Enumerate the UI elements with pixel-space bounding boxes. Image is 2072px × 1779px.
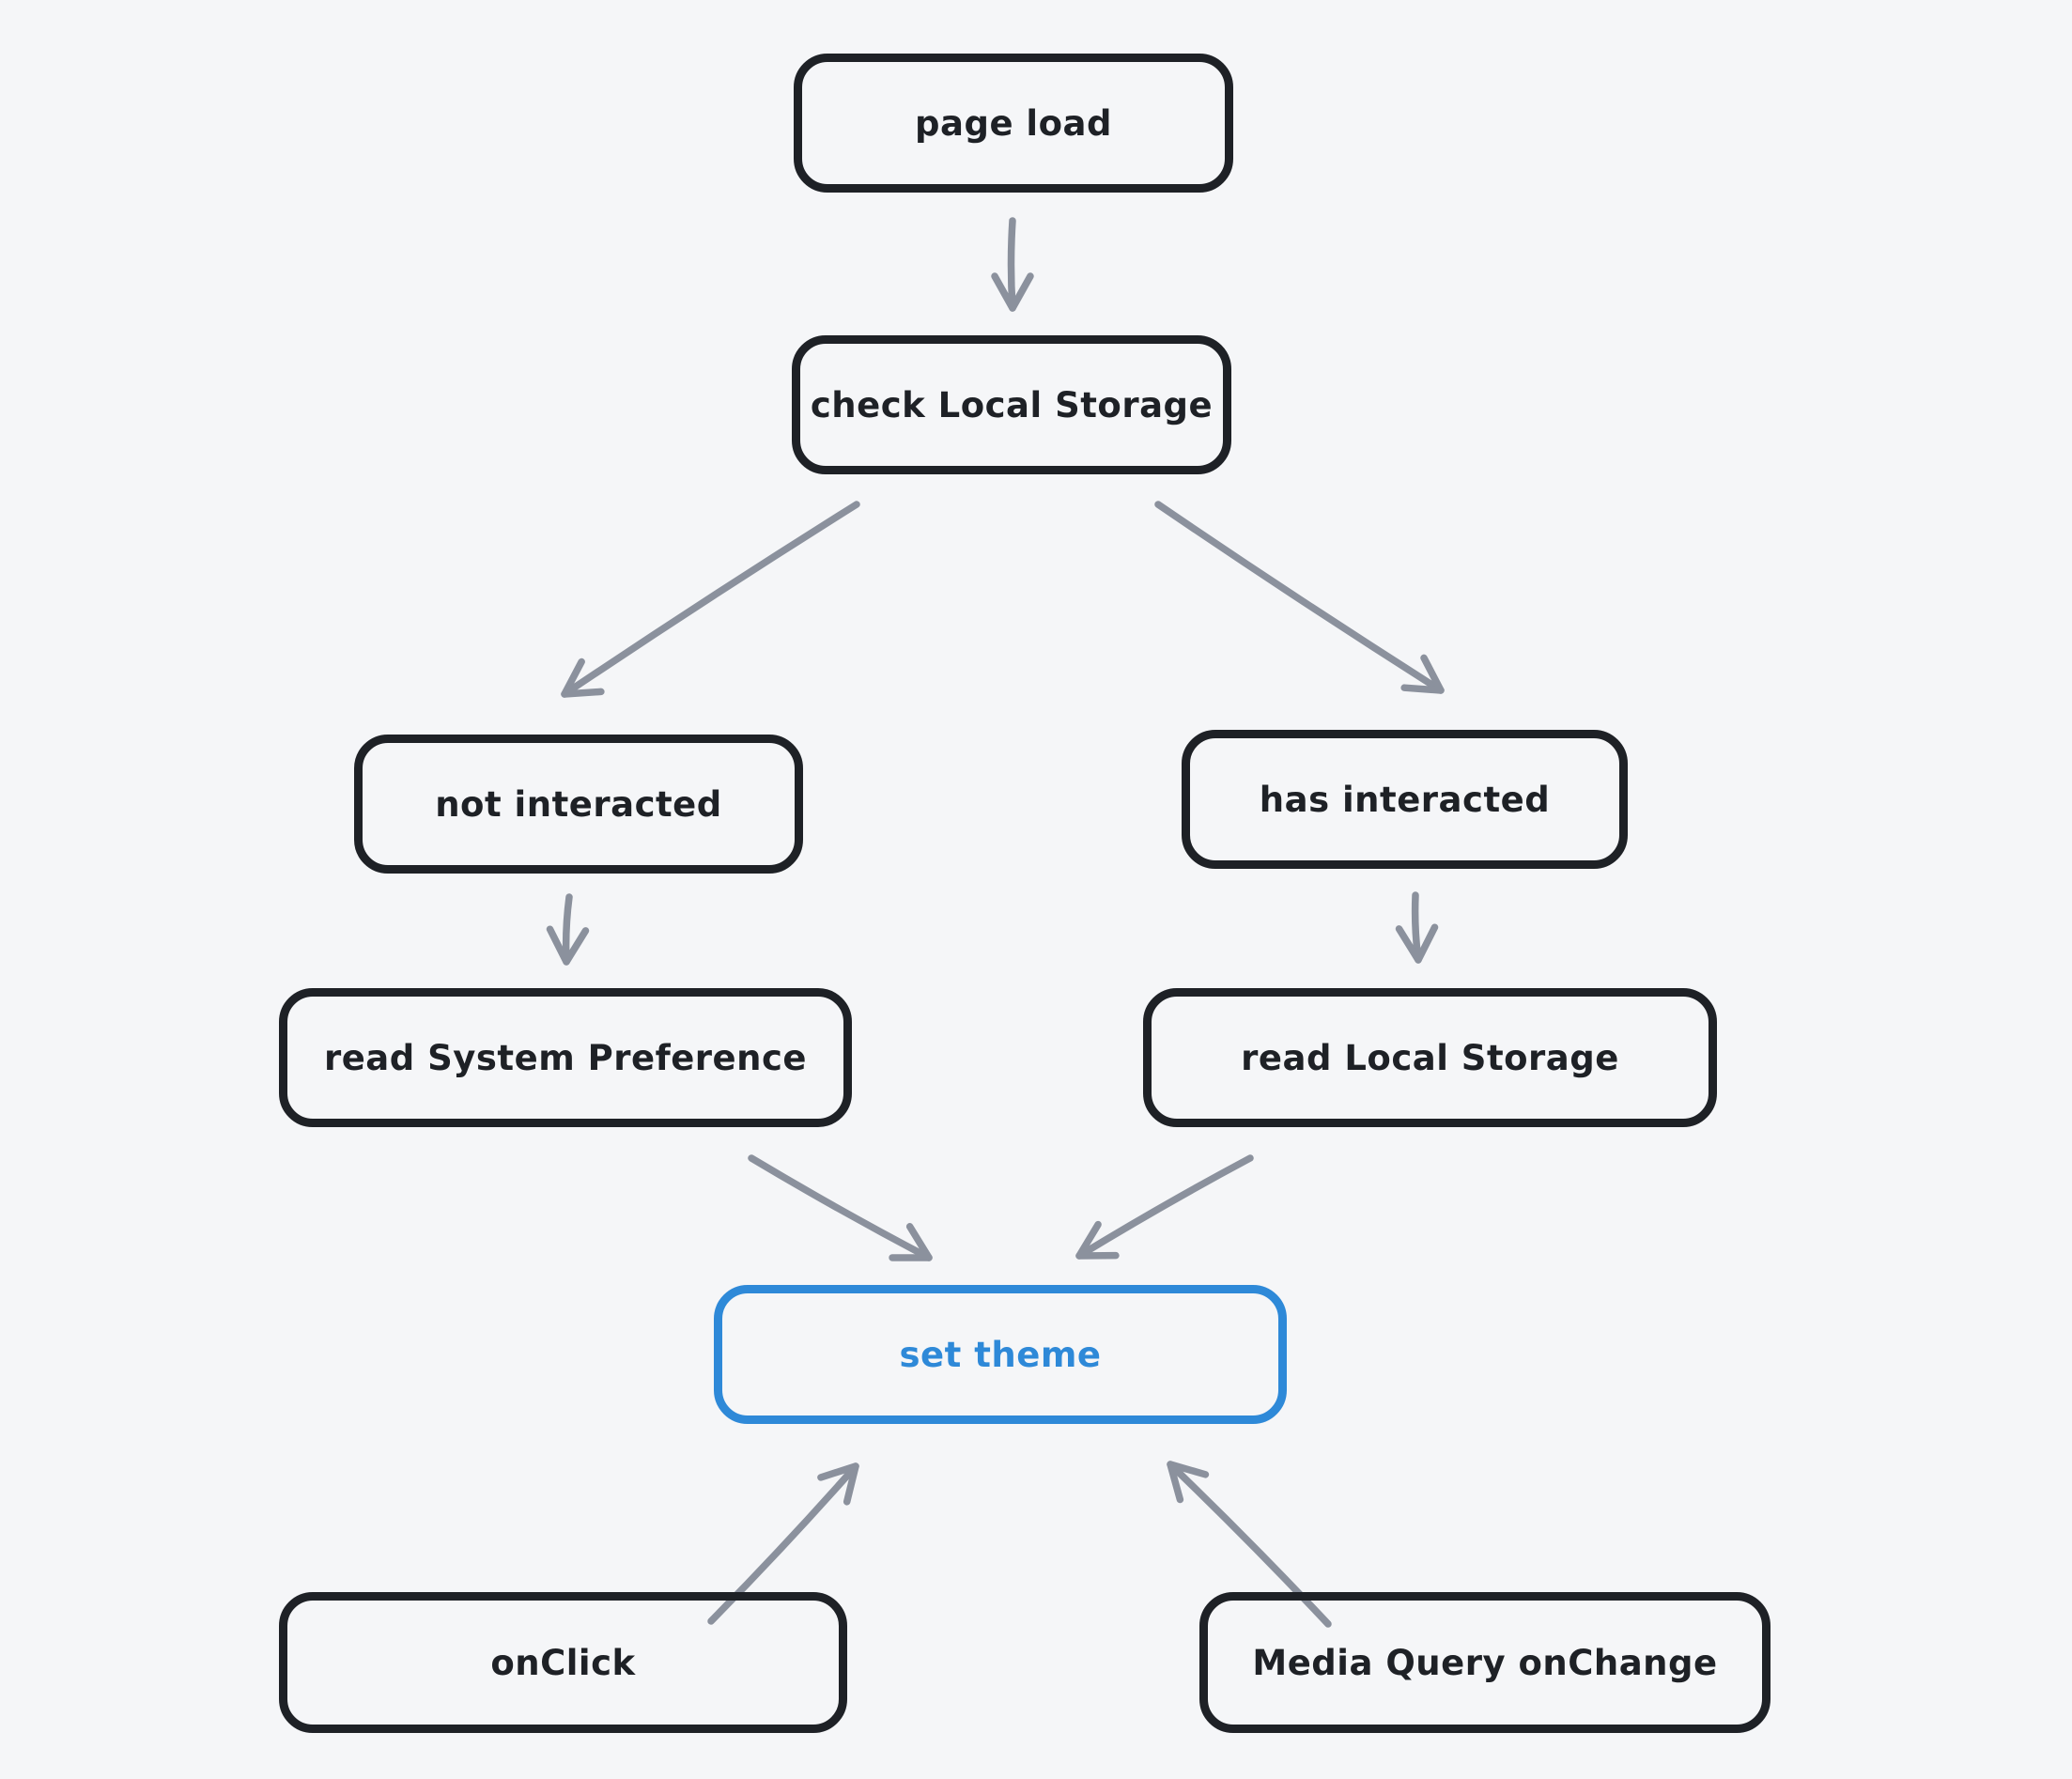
edge-has-interacted-to-read-local-storage[interactable] [1395,891,1439,964]
node-media-query-onchange-label: Media Query onChange [1252,1642,1718,1683]
node-page-load-label: page load [915,102,1112,144]
edge-onclick-to-set-theme[interactable] [707,1462,859,1625]
node-media-query-onchange[interactable]: Media Query onChange [1199,1592,1770,1733]
node-read-system-preference-label: read System Preference [323,1037,808,1078]
node-not-interacted[interactable]: not interacted [354,735,803,874]
edge-media-query-onchange-to-set-theme[interactable] [1167,1461,1332,1628]
node-page-load[interactable]: page load [794,54,1233,193]
edge-check-local-storage-to-has-interacted[interactable] [1154,501,1445,694]
node-onclick-label: onClick [490,1642,636,1683]
edge-not-interacted-to-read-system-preference[interactable] [546,893,590,966]
node-read-local-storage[interactable]: read Local Storage [1143,988,1717,1127]
edge-check-local-storage-to-not-interacted[interactable] [561,501,860,698]
node-read-system-preference[interactable]: read System Preference [279,988,852,1127]
edge-read-local-storage-to-set-theme[interactable] [1075,1154,1254,1260]
node-check-local-storage[interactable]: check Local Storage [792,335,1231,474]
node-set-theme-label: set theme [899,1334,1102,1375]
edge-read-system-preference-to-set-theme[interactable] [748,1154,933,1261]
node-read-local-storage-label: read Local Storage [1241,1037,1619,1078]
node-not-interacted-label: not interacted [435,783,722,825]
node-set-theme[interactable]: set theme [714,1285,1287,1424]
node-has-interacted-label: has interacted [1259,779,1551,820]
node-onclick[interactable]: onClick [279,1592,847,1733]
node-has-interacted[interactable]: has interacted [1182,730,1628,869]
edge-page-load-to-check-local-storage[interactable] [991,217,1034,312]
node-check-local-storage-label: check Local Storage [810,384,1214,425]
